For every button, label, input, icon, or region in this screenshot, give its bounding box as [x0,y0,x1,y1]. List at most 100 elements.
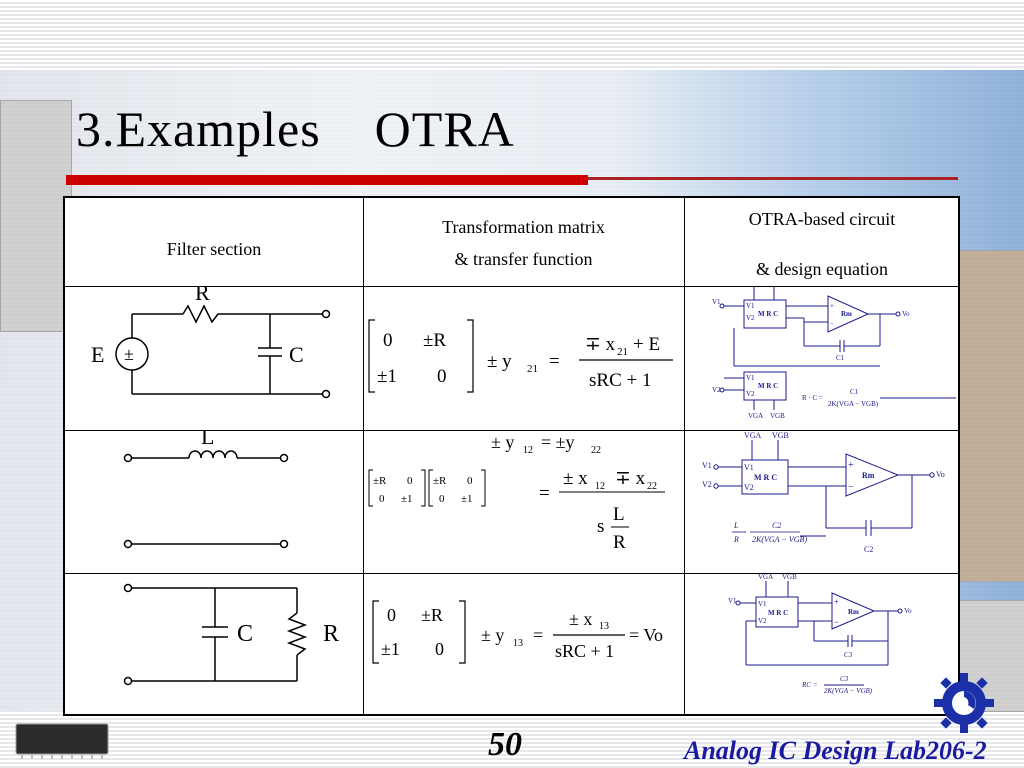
row1-m21: ±1 [377,366,397,387]
row2-mb-12: 0 [467,475,473,487]
row-divider [65,430,958,431]
row2-top-sub-b: 22 [591,445,601,456]
row2-num-sub-a: 12 [595,481,605,492]
row1-ckt-v2-pin: V2 [746,314,755,322]
row2-ckt-vga: VGA [744,431,762,440]
row2-eq: = [539,483,550,504]
row3-num-sub: 13 [599,621,609,632]
row1-eq: = [549,351,560,372]
lab-name: Analog IC Design Lab206-2 [684,736,987,765]
row3-m11: 0 [387,605,396,625]
ic-chip-image [15,723,109,759]
row2-ckt-v1-pin: V1 [744,463,754,472]
row2-top-eq-a: ± y [491,432,514,452]
row3-lhs: ± y [481,625,504,645]
row3-den: sRC + 1 [555,641,614,661]
row1-ckt-minus: − [830,320,834,328]
background-building-left [0,100,72,332]
row3-ckt-v1: V1 [728,597,737,605]
row1-ckt-eq-den: 2K(VGA − VGB) [828,400,879,408]
row1-ckt-plus: + [830,302,834,310]
row1-lhs: ± y [487,351,512,372]
row3-ckt-vga: VGA [758,573,773,581]
row3-ckt-eq-lhs: RC = [801,681,818,689]
row2-ma-22: ±1 [401,493,413,505]
slide-title: 3.Examples OTRA [76,101,515,157]
row1-label-e: E [91,342,104,367]
row2-top-sub-a: 12 [523,445,533,456]
row2-matrix-equation: ± y 12 = ±y 22 ±R 0 0 ±1 ±R 0 0 ±1 = ± x… [368,432,665,553]
row3-m12: ±R [421,605,443,625]
row1-m12: ±R [423,330,446,351]
row2-ckt-eq-num: C2 [772,521,781,530]
row2-mb-22: ±1 [461,493,473,505]
row2-den-l: L [613,504,625,525]
row2-num-a: ± x [563,468,588,489]
row2-ma-11: ±R [373,475,387,487]
examples-table: Filter section Transformation matrix & t… [63,196,960,716]
row1-ckt-v1: V1 [712,298,721,306]
row1-label-r: R [195,286,210,305]
row2-den-s: s [597,516,604,537]
row2-ckt-eq-r: R [733,535,739,544]
row3-filter-schematic: C R [123,583,339,686]
row3-rhs: = Vo [629,625,663,645]
row3-eq: = [533,625,543,645]
row3-ckt-vgb: VGB [782,573,797,581]
row3-ckt-v1-pin: V1 [758,600,767,608]
row3-label-c: C [237,621,253,647]
header-transformation-matrix: Transformation matrix [442,217,605,237]
row2-den-r: R [613,532,626,553]
row2-ckt-eq-den: 2K(VGA − VGB) [752,535,807,544]
row3-ckt-v2-pin: V2 [758,617,767,625]
row3-num: ± x [569,609,592,629]
title-underline-thin [588,177,958,180]
column-divider [684,198,685,714]
page-number: 50 [488,726,522,763]
row1-ckt-vgb-b: VGB [770,412,785,420]
row1-ckt-rm: Rm [841,310,852,318]
row2-ckt-vgb: VGB [772,431,789,440]
row2-ckt-v1: V1 [702,461,712,470]
row2-num-b: ∓ x [615,468,646,489]
row1-source-sign: ± [124,344,134,364]
row1-num-sub: 21 [617,346,628,358]
row1-den: sRC + 1 [589,370,651,391]
row2-mb-11: ±R [433,475,447,487]
row3-ckt-eq-den: 2K(VGA − VGB) [824,687,873,695]
row1-lhs-sub: 21 [527,363,538,375]
row2-ckt-eq-l: L [733,521,739,530]
row1-num-b: + E [633,334,660,355]
row2-top-eq-b: = ±y [541,432,575,452]
row1-label-c: C [289,342,304,367]
row2-filter-schematic: L [123,430,289,549]
row2-ma-21: 0 [379,493,385,505]
row-divider [65,286,958,287]
row3-ckt-vo: Vo [904,607,912,615]
row3-ckt-eq-num: C3 [840,675,849,683]
row3-ckt-mrc: M R C [768,609,788,617]
row2-ckt-vo: Vo [936,470,945,479]
row3-otra-circuit: VGA VGB V1 V1 V2 M R C Rm + − Vo C3 RC =… [728,573,912,695]
row3-matrix-equation: 0 ±R ±1 0 ± y 13 = ± x 13 sRC + 1 = Vo [372,600,663,664]
row3-ckt-c3: C3 [844,651,853,659]
row2-ma-12: 0 [407,475,413,487]
row2-ckt-mrc: M R C [754,473,777,482]
row3-lhs-sub: 13 [513,638,523,649]
header-filter-section: Filter section [166,239,262,259]
row3-ckt-plus: + [834,597,839,607]
row2-num-sub-b: 22 [647,481,657,492]
row2-ckt-rm: Rm [862,471,875,480]
gear-logo-icon [934,673,994,733]
header-otra-circuit: OTRA-based circuit [748,209,896,229]
row-divider [65,573,958,574]
row1-ckt-v1-pin: V1 [746,302,755,310]
row1-filter-schematic: R E ± C [91,286,331,399]
row1-otra-circuit: VGA VGB V1 V1 V2 M R C M R C V1 V2 V2 Rm… [712,286,956,420]
row2-ckt-v2: V2 [702,480,712,489]
row1-ckt-v2: V2 [712,386,721,394]
row1-m11: 0 [383,330,393,351]
header-transfer-function: & transfer function [454,249,593,269]
row2-label-l: L [201,430,214,449]
row1-ckt-eq-num: C1 [850,388,859,396]
